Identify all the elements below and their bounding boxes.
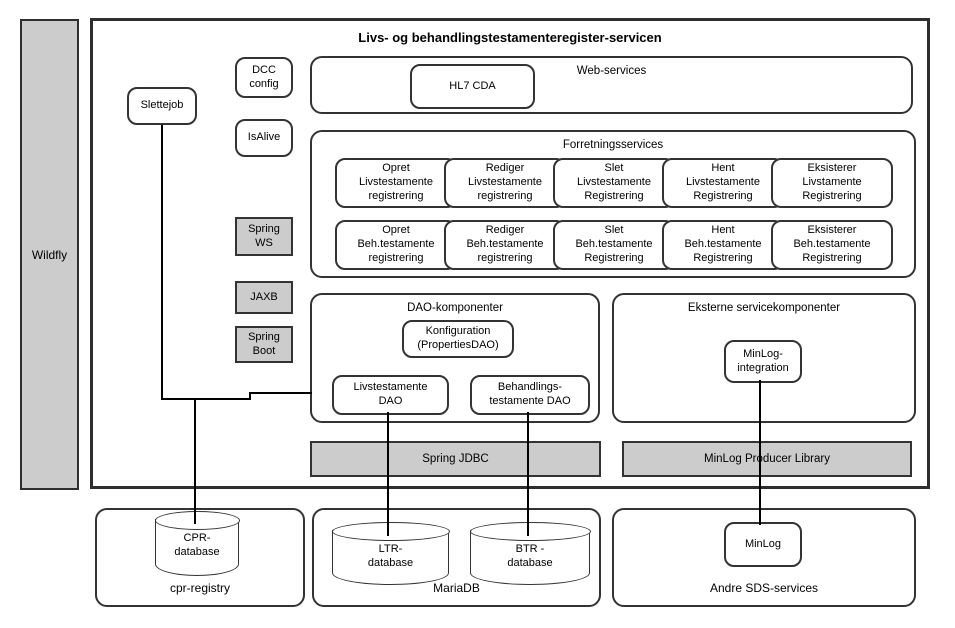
dao-komponenter-container: DAO-komponenter Konfiguration (Propertie…	[310, 293, 600, 423]
eksterne-servicekomponenter-label: Eksterne servicekomponenter	[687, 302, 841, 314]
minlog-integration-box: MinLog- integration	[724, 340, 802, 383]
service-box-hent-behtestamente: Hent Beh.testamente Registrering	[662, 220, 784, 270]
ltr-database-label: LTR- database	[367, 543, 414, 570]
spring-boot-box: Spring Boot	[235, 326, 293, 363]
hl7-cda-box: HL7 CDA	[410, 64, 535, 109]
btr-database-label: BTR - database	[507, 543, 553, 570]
konfiguration-propertiesdao-box: Konfiguration (PropertiesDAO)	[402, 320, 514, 358]
jaxb-box: JAXB	[235, 281, 293, 314]
cpr-registry-label: cpr-registry	[169, 581, 230, 595]
cpr-database-cylinder: CPR- database	[154, 511, 240, 576]
web-services-container: Web-services HL7 CDA	[310, 56, 913, 114]
andre-sds-services-container: MinLog Andre SDS-services	[612, 508, 916, 607]
wildfly-bar: Wildfly	[20, 19, 79, 490]
minlog-box: MinLog	[724, 522, 802, 567]
diagram-title: Livs- og behandlingstestamenteregister-s…	[358, 30, 662, 45]
spring-ws-box: Spring WS	[235, 217, 293, 256]
andre-sds-services-label: Andre SDS-services	[709, 581, 819, 595]
wildfly-label: Wildfly	[31, 247, 68, 262]
cpr-database-label: CPR- database	[174, 532, 220, 559]
dao-komponenter-label: DAO-komponenter	[407, 302, 503, 314]
service-box-rediger-behtestamente: Rediger Beh.testamente registrering	[444, 220, 566, 270]
mariadb-container: LTR- database BTR - database MariaDB	[312, 508, 601, 607]
livstestamente-dao-box: Livstestamente DAO	[332, 375, 449, 415]
behandlingstestamente-dao-box: Behandlings- testamente DAO	[470, 375, 590, 415]
service-box-slet-livstestamente: Slet Livstestamente Registrering	[553, 158, 675, 208]
service-box-opret-livstestamente: Opret Livstestamente registrering	[335, 158, 457, 208]
web-services-label: Web-services	[576, 65, 647, 77]
spring-jdbc-bar: Spring JDBC	[310, 441, 601, 477]
connector-behandlingsdao-btr	[527, 412, 529, 536]
connector-to-dao-container	[249, 392, 312, 394]
service-box-opret-behtestamente: Opret Beh.testamente registrering	[335, 220, 457, 270]
dcc-config-box: DCC config	[235, 57, 293, 98]
forretningsservices-container: Forretningsservices Opret Livstestamente…	[310, 130, 916, 278]
connector-minlogintegration-minlog	[759, 380, 761, 525]
service-box-slet-behtestamente: Slet Beh.testamente Registrering	[553, 220, 675, 270]
ltr-database-cylinder: LTR- database	[331, 522, 450, 585]
connector-slettejob-horizontal	[161, 398, 251, 400]
service-box-hent-livstestamente: Hent Livstestamente Registrering	[662, 158, 784, 208]
connector-slettejob-down	[161, 125, 163, 400]
eksterne-servicekomponenter-container: Eksterne servicekomponenter MinLog- inte…	[612, 293, 916, 423]
connector-step-vertical	[249, 392, 251, 400]
connector-to-cpr-database	[194, 398, 196, 524]
slettejob-box: Slettejob	[127, 87, 197, 125]
service-box-eksisterer-behtestamente: Eksisterer Beh.testamente Registrering	[771, 220, 893, 270]
forretningsservices-label: Forretningsservices	[562, 139, 664, 151]
minlog-producer-library-bar: MinLog Producer Library	[622, 441, 912, 477]
connector-livstestamentedao-ltr	[387, 412, 389, 536]
mariadb-label: MariaDB	[433, 581, 480, 595]
service-box-eksisterer-livstamente: Eksisterer Livstamente Registrering	[771, 158, 893, 208]
isalive-box: IsAlive	[235, 119, 293, 157]
cpr-registry-container: CPR- database cpr-registry	[95, 508, 305, 607]
btr-database-cylinder: BTR - database	[469, 522, 591, 585]
service-box-rediger-livstestamente: Rediger Livstestamente registrering	[444, 158, 566, 208]
